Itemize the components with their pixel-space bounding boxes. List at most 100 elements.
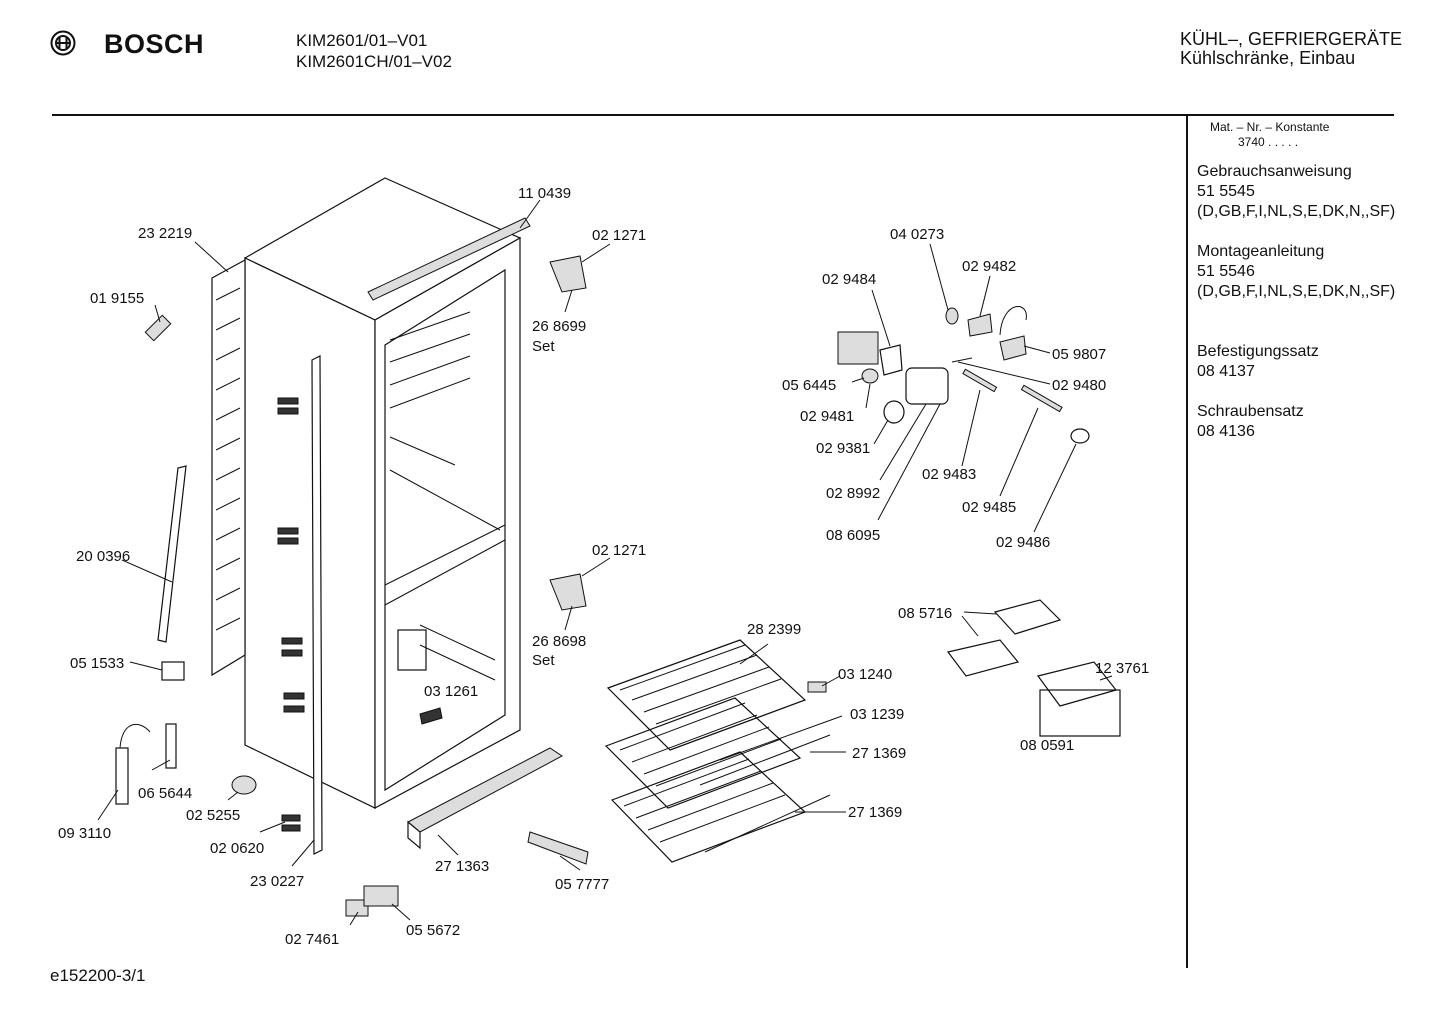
thermostat-housing xyxy=(837,331,879,365)
sidebar-block-number: 51 5546 xyxy=(1197,263,1255,280)
part-label: 02 5255 xyxy=(186,807,240,824)
part-label: 27 1369 xyxy=(852,745,906,762)
part-label: 20 0396 xyxy=(76,548,130,565)
sidebar-block-assembly: Montageanleitung 51 5546 (D,GB,F,I,NL,S,… xyxy=(1197,242,1395,302)
wing-screw xyxy=(419,707,443,725)
top-hinge-rail xyxy=(367,217,531,301)
mat-nr-value: 3740 . . . . . xyxy=(1238,135,1299,149)
category-line-2: Kühlschränke, Einbau xyxy=(1180,48,1356,68)
part-label: Set xyxy=(532,652,555,669)
cable-loop xyxy=(999,306,1027,336)
sidebar-block-note: (D,GB,F,I,NL,S,E,DK,N,,SF) xyxy=(1197,203,1396,220)
part-label: 28 2399 xyxy=(747,621,801,638)
part-label: 02 9485 xyxy=(962,499,1016,516)
thermostat xyxy=(905,367,949,405)
rod-029483 xyxy=(962,368,998,393)
side-trim-strip xyxy=(311,355,323,855)
part-label: 23 2219 xyxy=(138,225,192,242)
bosch-logo-icon xyxy=(50,30,76,56)
part-label: 05 9807 xyxy=(1052,346,1106,363)
part-label: 08 0591 xyxy=(1020,737,1074,754)
part-label: 02 0620 xyxy=(210,840,264,857)
appliance-category: KÜHL–, GEFRIERGERÄTE Kühlschränke, Einba… xyxy=(1180,30,1402,68)
part-label: 02 7461 xyxy=(285,931,339,948)
part-label: 05 1533 xyxy=(70,655,124,672)
clip-031240 xyxy=(807,681,827,693)
end-cap xyxy=(161,661,185,681)
part-label: 02 9480 xyxy=(1052,377,1106,394)
part-label: 12 3761 xyxy=(1095,660,1149,677)
sidebar-block-title: Gebrauchsanweisung xyxy=(1197,163,1352,180)
part-label: 03 1240 xyxy=(838,666,892,683)
spring-029480 xyxy=(951,357,973,363)
sidebar-block-title: Befestigungssatz xyxy=(1197,343,1319,360)
part-label: 26 8699 xyxy=(532,318,586,335)
condenser-grille xyxy=(211,258,246,677)
part-label: 05 7777 xyxy=(555,876,609,893)
grommet xyxy=(231,775,257,795)
hinge-hole-cover xyxy=(345,899,369,917)
drawing-code: e152200-3/1 xyxy=(50,966,146,985)
switch-059807 xyxy=(999,335,1027,361)
hinge-cover xyxy=(363,885,399,907)
part-label: 03 1239 xyxy=(850,706,904,723)
top-hinge xyxy=(549,255,587,293)
rod-029485 xyxy=(1020,384,1063,413)
part-label: 02 9481 xyxy=(800,408,854,425)
part-label: 02 1271 xyxy=(592,227,646,244)
part-label: 02 9486 xyxy=(996,534,1050,551)
sidebar-block-mounting-kit: Befestigungssatz 08 4137 xyxy=(1197,342,1319,382)
part-label: 02 1271 xyxy=(592,542,646,559)
part-label: 05 5672 xyxy=(406,922,460,939)
shelf-support-bar-lower xyxy=(704,794,831,853)
header-divider xyxy=(52,114,1394,116)
part-label: 09 3110 xyxy=(58,825,111,842)
model-number-1: KIM2601/01–V01 xyxy=(296,31,428,50)
brand-name: BOSCH xyxy=(104,29,205,59)
exploded-parts-diagram: 23 2219 01 9155 11 0439 02 1271 26 8699 … xyxy=(58,177,1149,948)
ice-tray-box xyxy=(1039,689,1121,737)
cabinet-body xyxy=(243,177,522,832)
knob-029381 xyxy=(883,400,905,424)
sidebar-block-number: 08 4137 xyxy=(1197,363,1255,380)
part-label: 26 8698 xyxy=(532,633,586,650)
knob-056445 xyxy=(861,368,879,384)
part-label: 08 5716 xyxy=(898,605,952,622)
sidebar-block-title: Schraubensatz xyxy=(1197,403,1304,420)
drawer-runner xyxy=(527,831,589,865)
part-label: 27 1363 xyxy=(435,858,489,875)
shelf-support-bar xyxy=(699,734,831,786)
mat-nr-label: Mat. – Nr. – Konstante xyxy=(1210,120,1330,134)
part-label: 11 0439 xyxy=(518,185,571,202)
category-line-1: KÜHL–, GEFRIERGERÄTE xyxy=(1180,29,1403,49)
part-label: 02 9482 xyxy=(962,258,1016,275)
sidebar-block-note: (D,GB,F,I,NL,S,E,DK,N,,SF) xyxy=(1197,283,1396,300)
model-number-2: KIM2601CH/01–V02 xyxy=(296,52,452,71)
sidebar-block-number: 08 4136 xyxy=(1197,423,1255,440)
capillary-tube xyxy=(115,747,129,805)
ice-pack-upper xyxy=(993,599,1062,635)
sidebar-block-title: Montageanleitung xyxy=(1197,243,1325,260)
lamp-bracket xyxy=(879,344,903,376)
part-label: 04 0273 xyxy=(890,226,944,243)
part-label: 23 0227 xyxy=(250,873,304,890)
part-label: 02 9484 xyxy=(822,271,876,288)
part-label: 08 6095 xyxy=(826,527,880,544)
part-label: 27 1369 xyxy=(848,804,902,821)
cap-029486 xyxy=(1070,428,1090,444)
sidebar-divider xyxy=(1186,116,1188,968)
part-label: Set xyxy=(532,338,555,355)
sidebar-block-manual: Gebrauchsanweisung 51 5545 (D,GB,F,I,NL,… xyxy=(1197,162,1395,222)
part-label: 02 9483 xyxy=(922,466,976,483)
bottom-hinge xyxy=(549,573,587,611)
part-label: 01 9155 xyxy=(90,290,144,307)
lamp-socket xyxy=(967,313,993,337)
model-numbers: KIM2601/01–V01 KIM2601CH/01–V02 xyxy=(296,30,452,72)
clip-part xyxy=(144,314,172,342)
door-seal-strip xyxy=(157,465,187,643)
sidebar-block-screw-kit: Schraubensatz 08 4136 xyxy=(1197,402,1304,442)
part-label: 06 5644 xyxy=(138,785,192,802)
lamp-bulb xyxy=(945,307,959,325)
part-label: 03 1261 xyxy=(424,683,478,700)
base-rail-front xyxy=(407,820,421,850)
